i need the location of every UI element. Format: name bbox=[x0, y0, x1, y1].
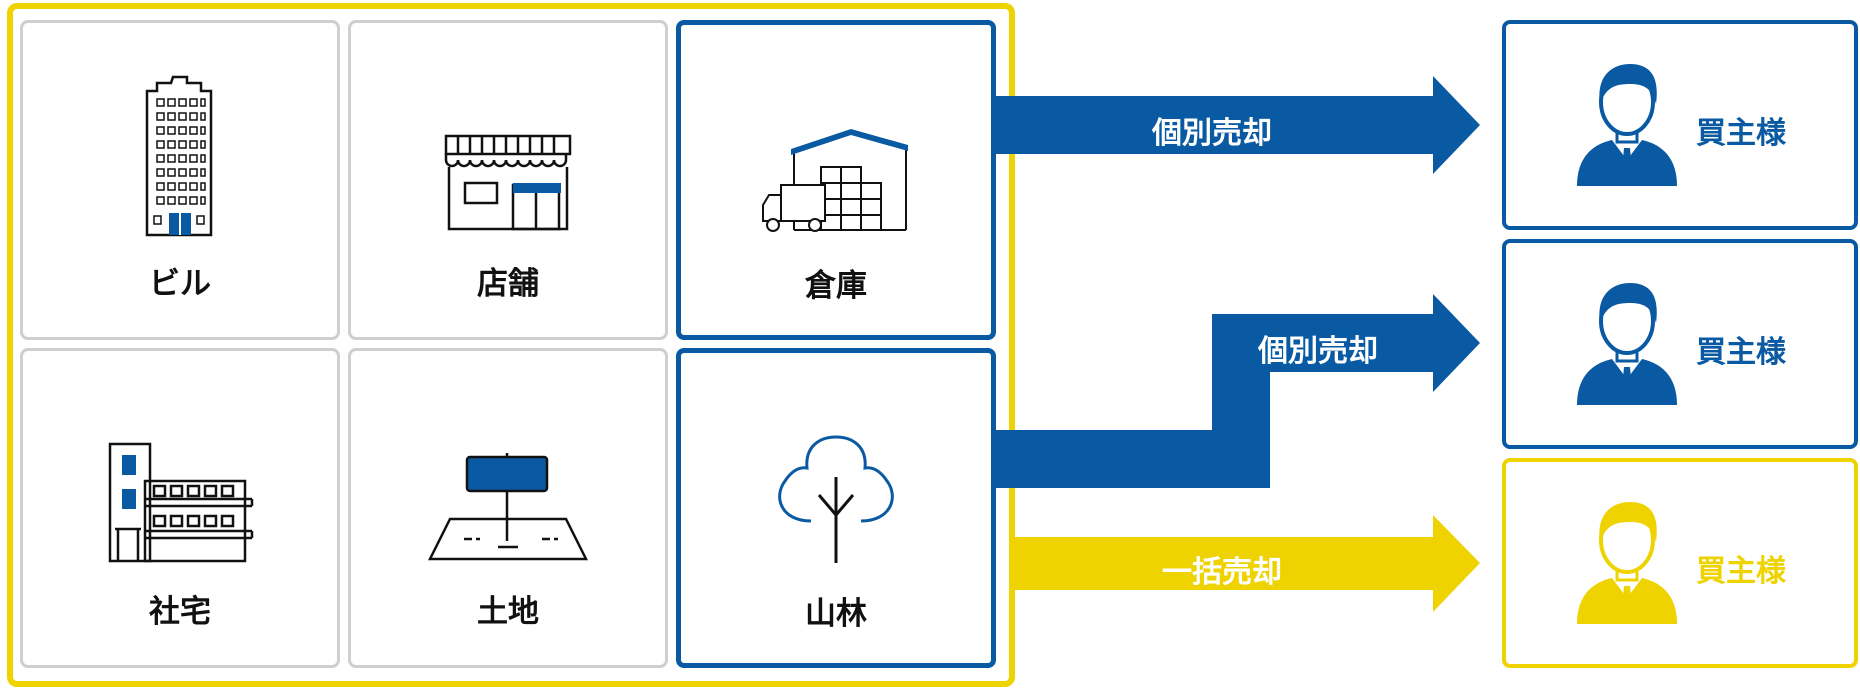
land-plot-sign-icon bbox=[428, 453, 588, 561]
tree-icon bbox=[778, 435, 894, 563]
buyer-person-icon bbox=[1577, 64, 1677, 186]
buyer-label: 買主様 bbox=[1696, 335, 1786, 370]
office-building-icon bbox=[145, 75, 213, 237]
buyer-label: 買主様 bbox=[1696, 116, 1786, 151]
company-housing-icon bbox=[108, 442, 254, 563]
property-label: 土地 bbox=[477, 594, 539, 630]
property-label: 倉庫 bbox=[805, 268, 867, 304]
storefront-icon bbox=[444, 134, 572, 231]
property-label: 店舗 bbox=[477, 266, 539, 302]
property-label: ビル bbox=[149, 266, 211, 302]
property-label: 山林 bbox=[805, 596, 867, 632]
buyer-card-2: 買主様 bbox=[1502, 239, 1858, 449]
property-card-warehouse: 倉庫 bbox=[676, 20, 996, 340]
flow-arrow-individual-1 bbox=[995, 76, 1480, 174]
property-group-frame bbox=[7, 3, 1015, 687]
buyer-label: 買主様 bbox=[1696, 554, 1786, 589]
flow-arrow-bulk bbox=[1010, 515, 1480, 612]
flow-label-individual-1: 個別売却 bbox=[1152, 116, 1272, 151]
flow-label-bulk: 一括売却 bbox=[1162, 555, 1282, 590]
property-card-store: 店舗 bbox=[348, 20, 668, 340]
buyer-person-icon bbox=[1577, 502, 1677, 624]
property-card-building: ビル bbox=[20, 20, 340, 340]
buyer-person-icon bbox=[1577, 283, 1677, 405]
flow-label-individual-2: 個別売却 bbox=[1258, 334, 1378, 369]
buyer-card-3: 買主様 bbox=[1502, 458, 1858, 668]
property-card-land: 土地 bbox=[348, 348, 668, 668]
property-card-forest: 山林 bbox=[676, 348, 996, 668]
flow-arrow-individual-2 bbox=[995, 294, 1480, 488]
warehouse-truck-icon bbox=[762, 129, 908, 232]
buyer-card-1: 買主様 bbox=[1502, 20, 1858, 230]
property-card-company-housing: 社宅 bbox=[20, 348, 340, 668]
property-label: 社宅 bbox=[149, 594, 211, 630]
